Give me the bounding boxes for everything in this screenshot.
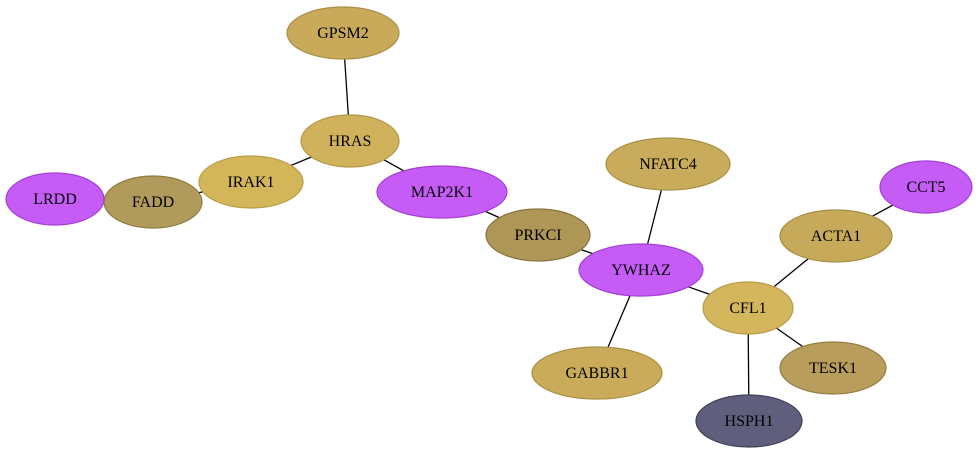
node-label: MAP2K1 — [411, 184, 473, 201]
node-irak1[interactable]: IRAK1 — [198, 155, 304, 209]
node-fadd[interactable]: FADD — [103, 175, 203, 229]
node-map2k1[interactable]: MAP2K1 — [376, 165, 508, 219]
node-ellipse — [300, 114, 400, 168]
edges-layer — [103, 58, 894, 396]
node-acta1[interactable]: ACTA1 — [779, 209, 893, 263]
edge-ywhaz-cfl1 — [688, 286, 710, 295]
node-label: TESK1 — [809, 360, 857, 377]
node-label: YWHAZ — [611, 262, 671, 279]
node-label: PRKCI — [514, 227, 561, 244]
node-hsph1[interactable]: HSPH1 — [695, 394, 803, 448]
node-label: NFATC4 — [639, 156, 697, 173]
node-label: GPSM2 — [317, 25, 369, 42]
node-ellipse — [605, 137, 731, 191]
node-ellipse — [198, 155, 304, 209]
node-cfl1[interactable]: CFL1 — [702, 281, 794, 335]
edge-hras-irak1 — [290, 156, 312, 167]
edge-cfl1-tesk1 — [776, 327, 804, 348]
edge-map2k1-prkci — [485, 210, 500, 219]
node-ellipse — [695, 394, 803, 448]
node-label: LRDD — [33, 191, 77, 208]
node-ellipse — [578, 243, 704, 297]
node-label: CCT5 — [906, 179, 945, 196]
edge-hras-map2k1 — [383, 159, 405, 172]
node-label: FADD — [132, 194, 174, 211]
node-ellipse — [531, 346, 663, 400]
node-gabbr1[interactable]: GABBR1 — [531, 346, 663, 400]
node-cct5[interactable]: CCT5 — [879, 160, 973, 214]
edge-nfatc4-ywhaz — [646, 189, 663, 245]
node-ellipse — [485, 208, 591, 262]
node-ellipse — [5, 172, 105, 226]
node-label: ACTA1 — [811, 228, 861, 245]
node-label: IRAK1 — [227, 174, 274, 191]
node-ellipse — [879, 160, 973, 214]
node-prkci[interactable]: PRKCI — [485, 208, 591, 262]
node-label: GABBR1 — [565, 365, 628, 382]
node-label: HRAS — [329, 133, 372, 150]
node-ellipse — [702, 281, 794, 335]
node-lrdd[interactable]: LRDD — [5, 172, 105, 226]
node-ellipse — [779, 209, 893, 263]
node-ellipse — [376, 165, 508, 219]
node-label: HSPH1 — [725, 413, 774, 430]
node-nfatc4[interactable]: NFATC4 — [605, 137, 731, 191]
node-hras[interactable]: HRAS — [300, 114, 400, 168]
node-ellipse — [779, 341, 887, 395]
edge-ywhaz-gabbr1 — [607, 295, 631, 348]
edge-cfl1-hsph1 — [747, 333, 750, 396]
node-ywhaz[interactable]: YWHAZ — [578, 243, 704, 297]
node-gpsm2[interactable]: GPSM2 — [286, 6, 400, 60]
edge-gpsm2-hras — [344, 58, 349, 116]
node-ellipse — [286, 6, 400, 60]
edge-prkci-ywhaz — [580, 248, 594, 255]
node-tesk1[interactable]: TESK1 — [779, 341, 887, 395]
edge-acta1-cct5 — [872, 204, 894, 217]
node-label: CFL1 — [729, 300, 766, 317]
edge-cfl1-acta1 — [773, 258, 809, 288]
